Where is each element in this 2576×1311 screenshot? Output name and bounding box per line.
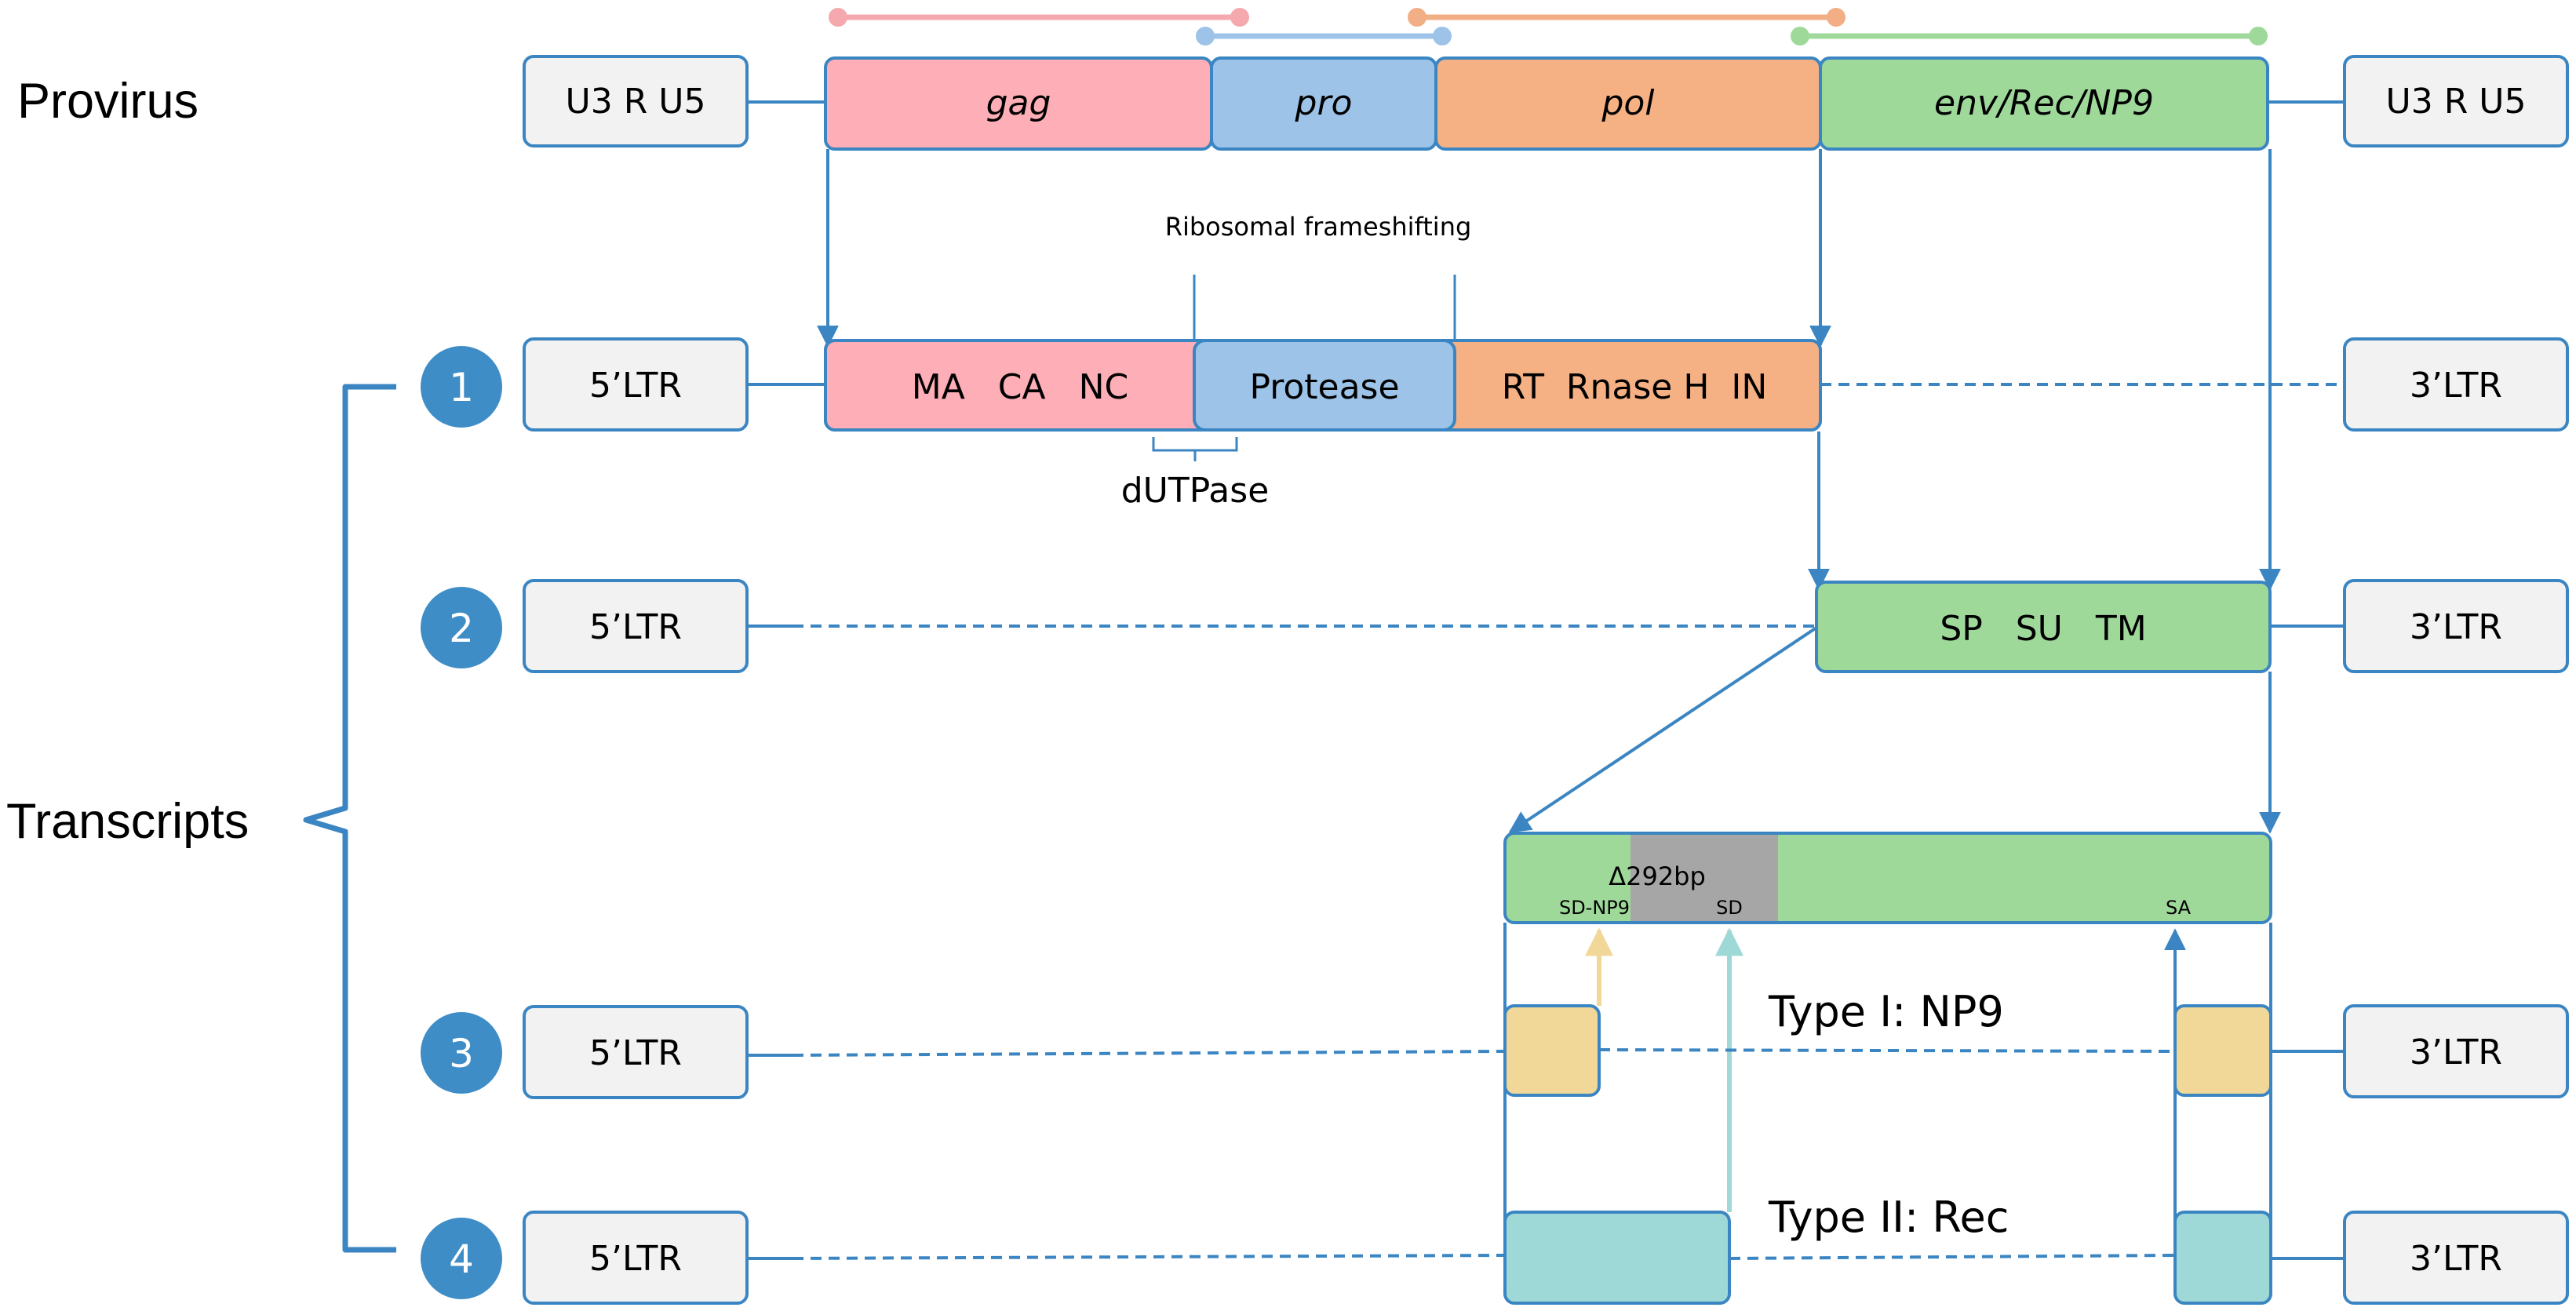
transcript-1-number: 1 (449, 365, 474, 410)
t3-ltr3-box (2343, 1004, 2569, 1098)
dutpase-label: dUTPase (1121, 471, 1270, 511)
deletion-region (1630, 835, 1778, 921)
transcript-4-row: 4 5’LTR Type II: Rec 3’LTR (421, 1193, 2569, 1305)
type-2-label: Type II: Rec (1768, 1193, 2009, 1242)
env-span-end (2249, 27, 2268, 46)
type-1-label: Type I: NP9 (1768, 987, 2004, 1036)
transcript-2-number: 2 (449, 606, 474, 651)
transcript-3-number-circle (421, 1012, 502, 1094)
t3-dashed-middle (1598, 1048, 2176, 1053)
env-detail-block: Δ292bp SD-NP9 SD SA (1503, 832, 2272, 1259)
t1-ltr3-box (2343, 337, 2569, 432)
t2-env-box (1815, 581, 2272, 673)
t4-ltr5-label: 5’LTR (589, 1239, 682, 1279)
dutpase-bracket (1152, 437, 1238, 461)
pol-span-start (1408, 8, 1426, 27)
deletion-label: Δ292bp (1609, 861, 1706, 891)
t3-np9-exon2 (2173, 1004, 2272, 1097)
t1-ltr5-box (523, 337, 749, 432)
t4-dashed-left (792, 1254, 1506, 1260)
t2-ltr5-box (523, 579, 749, 673)
t1-ltr3-label: 3’LTR (2410, 366, 2502, 406)
transcript-3-row: 3 5’LTR Type I: NP9 3’LTR (421, 987, 2569, 1099)
provirus-ltr-right-label: U3 R U5 (2386, 82, 2527, 122)
provirus-ltr-left-label: U3 R U5 (566, 82, 706, 122)
env-expand-left-arrow (1508, 626, 1818, 833)
pol-gene-label: pol (1601, 83, 1655, 123)
transcript-1-row: 1 5’LTR MA CA NC Protease RT Rnase H IN … (421, 212, 2569, 511)
t2-env-products: SP SU TM (1940, 609, 2146, 649)
transcript-4-number: 4 (449, 1236, 474, 1282)
t2-ltr5-label: 5’LTR (589, 607, 682, 647)
t3-np9-exon1 (1503, 1004, 1601, 1097)
t4-ltr3-box (2343, 1211, 2569, 1305)
t4-dashed-middle (1729, 1254, 2176, 1260)
t4-rec-exon1 (1503, 1211, 1731, 1305)
gag-span-end (1230, 8, 1249, 27)
t1-ltr5-label: 5’LTR (589, 366, 682, 406)
pro-span-start (1196, 27, 1215, 46)
sd-np9-label: SD-NP9 (1559, 897, 1630, 919)
provirus-label: Provirus (17, 74, 199, 129)
env-gene-box (1819, 56, 2269, 151)
t1-pol-products: RT Rnase H IN (1502, 367, 1768, 407)
provirus-ltr-left-box (523, 55, 749, 147)
transcript-2-row: 2 5’LTR SP SU TM 3’LTR (421, 579, 2569, 673)
sa-label: SA (2166, 897, 2192, 919)
t3-ltr3-label: 3’LTR (2410, 1032, 2502, 1072)
gag-span-start (829, 8, 847, 27)
provirus-ltr-right-box (2343, 55, 2569, 147)
provirus-to-transcript-arrows (817, 149, 2281, 834)
t1-polyprotein-outline (824, 339, 1822, 432)
t4-ltr5-box (523, 1211, 749, 1305)
pro-span-end (1433, 27, 1452, 46)
t3-dashed-left (792, 1050, 1506, 1057)
env-gene-label: env/Rec/NP9 (1934, 83, 2154, 123)
t2-ltr3-box (2343, 579, 2569, 673)
t4-ltr3-label: 3’LTR (2410, 1239, 2502, 1279)
t1-pol-region (1397, 342, 1819, 428)
gag-gene-label: gag (986, 83, 1051, 123)
transcript-1-number-circle (421, 346, 502, 428)
transcripts-label: Transcripts (6, 794, 249, 849)
gene-span-markers (829, 8, 2268, 46)
transcript-3-number: 3 (449, 1031, 474, 1076)
sd-label: SD (1716, 897, 1743, 919)
t4-rec-exon2 (2173, 1211, 2272, 1305)
transcripts-brace (303, 384, 396, 1253)
t1-gag-products: MA CA NC (912, 367, 1128, 407)
t1-protease-label: Protease (1249, 367, 1399, 407)
transcript-2-number-circle (421, 587, 502, 668)
t3-ltr5-label: 5’LTR (589, 1033, 682, 1073)
env-span-start (1791, 27, 1809, 46)
provirus-row: U3 R U5 gag pro pol env/Rec/NP9 U3 R U5 (523, 55, 2569, 151)
t2-ltr3-label: 3’LTR (2410, 607, 2502, 647)
ribosomal-frameshifting-note: Ribosomal frameshifting (1165, 212, 1472, 242)
pro-gene-label: pro (1295, 83, 1353, 123)
pol-span-end (1827, 8, 1845, 27)
transcript-4-number-circle (421, 1218, 502, 1299)
t3-ltr5-box (523, 1005, 749, 1099)
